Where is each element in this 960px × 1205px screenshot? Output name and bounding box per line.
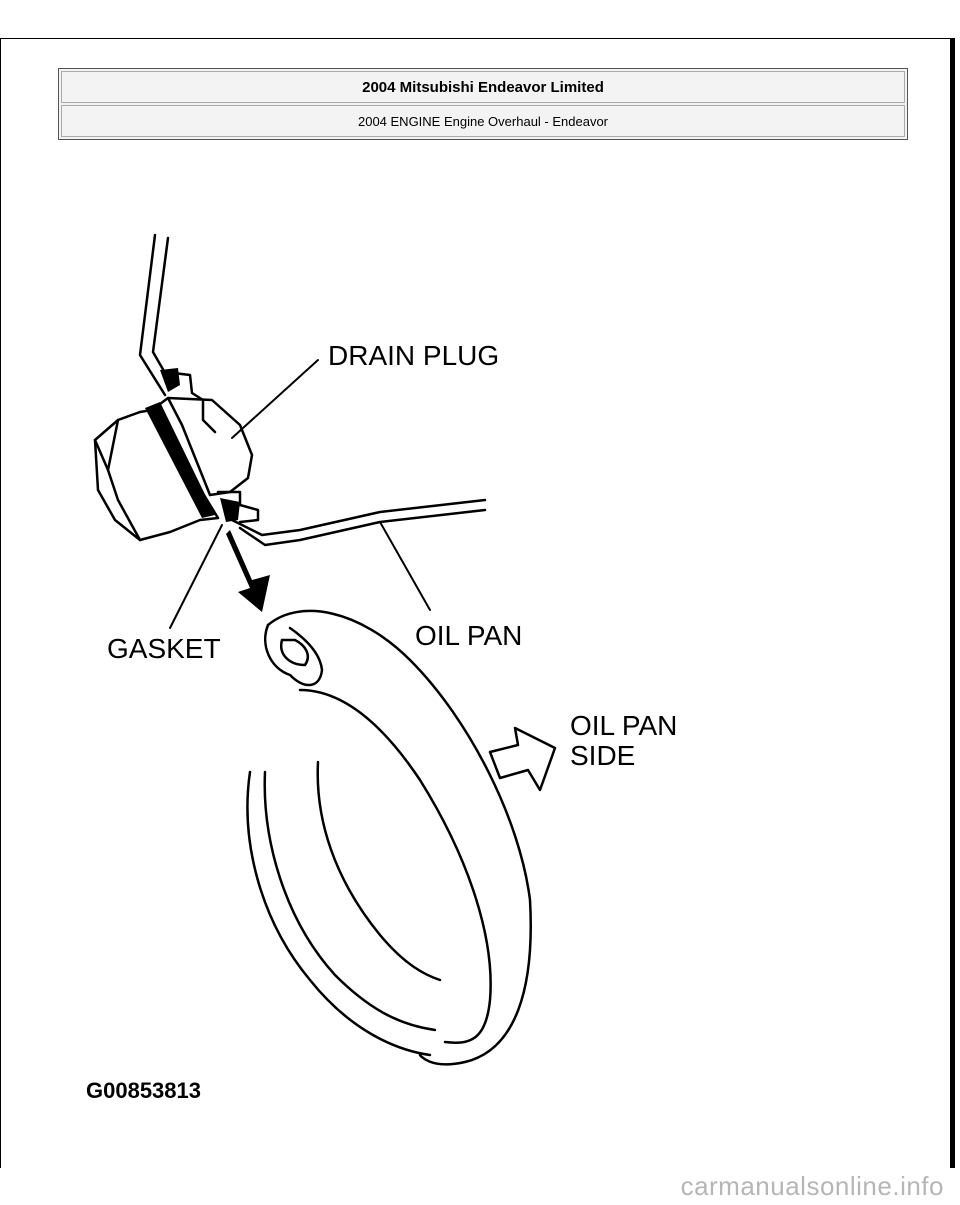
oil-pan-leader (379, 521, 431, 611)
oil-pan-side-arrow (488, 726, 557, 792)
oil-pan-side-label-line2: SIDE (570, 740, 635, 771)
gasket-label: GASKET (107, 633, 221, 664)
oil-pan-bottom-line (238, 508, 487, 547)
gasket-fill (145, 402, 215, 518)
gasket-ring-outer-lower (246, 770, 432, 1057)
drain-plug-head (93, 408, 220, 542)
drain-plug-shank (150, 396, 254, 497)
oil-pan-label: OIL PAN (415, 620, 522, 651)
drain-plug-label: DRAIN PLUG (328, 340, 499, 371)
drain-plug-leader (231, 359, 319, 439)
thread-fill (220, 498, 240, 522)
figure-id: G00853813 (86, 1078, 201, 1103)
oil-pan-wall-line (138, 233, 167, 397)
plug-threads-lower (216, 490, 260, 524)
drain-plug-hex-face (93, 438, 110, 472)
footer-watermark: carmanualsonline.info (0, 1168, 960, 1205)
gasket-ring-outer (266, 609, 532, 1066)
oil-pan-wall-line (151, 236, 174, 387)
drain-plug-hex-face (106, 418, 142, 542)
down-arrow (226, 530, 270, 612)
drain-plug-shank-edge (166, 396, 212, 497)
gasket-ring-inner-lower (263, 770, 437, 1032)
document-subtitle: 2004 ENGINE Engine Overhaul - Endeavor (61, 105, 905, 137)
gasket-ring-inner (298, 688, 492, 1044)
document-title: 2004 Mitsubishi Endeavor Limited (61, 71, 905, 103)
gasket-ring-inner-lower (316, 760, 442, 982)
page-frame (0, 38, 955, 1168)
gasket-ring-lip-inner (279, 638, 310, 667)
oil-pan-bottom-line (230, 498, 487, 537)
document-header: 2004 Mitsubishi Endeavor Limited 2004 EN… (58, 68, 908, 140)
plug-threads (163, 370, 217, 434)
thread-fill (160, 368, 180, 392)
gasket-ring-lip (263, 623, 324, 687)
gasket-leader (169, 524, 223, 629)
oil-pan-side-label-line1: OIL PAN (570, 710, 677, 741)
